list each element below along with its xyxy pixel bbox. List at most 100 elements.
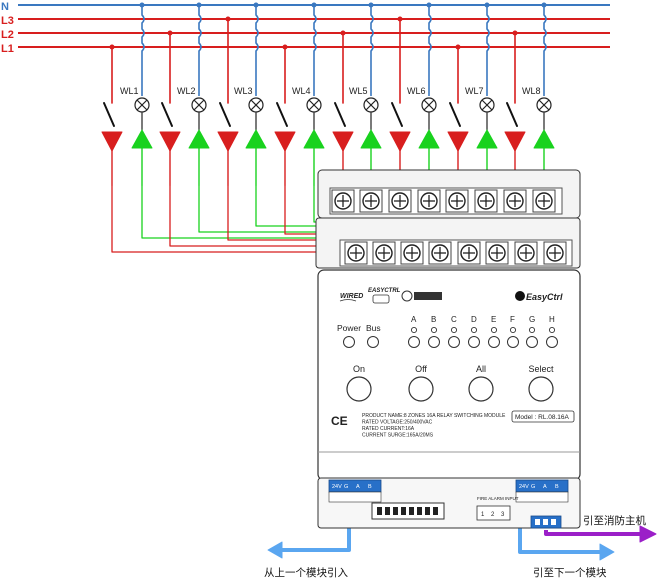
neutral-drop [255,5,259,96]
switch-icon [506,102,518,127]
channel-label: H [549,315,555,324]
channel-label: F [510,315,515,324]
live-arrow-icon [159,131,181,152]
live-arrow-icon [389,131,411,152]
live-arrow-icon [101,131,123,152]
channel-led [490,326,498,334]
dip-switch-lever [377,507,382,515]
easyctrl-logo-icon [515,291,525,301]
cloud-icon [372,294,390,304]
green-arrow-icon [245,129,267,149]
junction-dot [311,2,317,8]
fire-alarm-terminal-label: 2 [491,512,495,518]
live-arrow-icon [332,131,354,152]
bus-label-l3: L3 [1,15,14,27]
switch-icon [334,102,346,127]
off-button-label: Off [415,364,427,374]
bus-terminal-label: G [531,484,535,490]
lamp-icon [536,97,552,113]
channel-label: A [411,315,417,324]
arrow-head-icon [599,543,615,561]
junction-dot [512,30,518,36]
power-label: Power [337,323,361,333]
bus-terminal-label: B [368,484,372,490]
channel-button [428,336,440,348]
load-label: WL5 [349,86,368,96]
arrow-head-icon [267,541,283,559]
bus-label: Bus [366,323,381,333]
fire-alarm-terminal-label: 3 [501,512,505,518]
bus-terminal-label: 24V [332,484,342,490]
live-arrow-icon [274,131,296,152]
channel-button [468,336,480,348]
junction-dot [139,2,145,8]
channel-led [470,326,478,334]
channel-button [507,336,519,348]
load-label: WL6 [407,86,426,96]
channel-led [528,326,536,334]
junction-dot [340,30,346,36]
junction-dot [225,16,231,22]
green-arrow-icon [188,129,210,149]
channel-button [408,336,420,348]
switch-icon [391,102,403,127]
fire-alarm-terminal-label: 1 [481,512,485,518]
channel-label: B [431,315,436,324]
load-label: WL8 [522,86,541,96]
junction-dot [253,2,259,8]
junction-dot [196,2,202,8]
model-box [511,410,575,423]
product-info-line: RATED VOLTAGE:250/400VAC [362,420,433,426]
channel-button [448,336,460,348]
to-next-label: 引至下一个模块 [533,566,607,578]
junction-dot [397,16,403,22]
channel-button [488,336,500,348]
arrow-head-icon [639,525,657,543]
on-button [346,376,372,402]
junction-dot [282,44,288,50]
bus-terminal-label: G [344,484,348,490]
load-label: WL7 [465,86,484,96]
neutral-drop [543,5,547,96]
lamp-icon [306,97,322,113]
switch-icon [449,102,461,127]
junction-dot [484,2,490,8]
channel-led [410,326,418,334]
lamp-icon [191,97,207,113]
logo-strip [414,292,442,300]
ce-mark: CE [331,414,348,428]
lamp-icon [363,97,379,113]
all-button [468,376,494,402]
channel-led [450,326,458,334]
junction-dot [109,44,115,50]
select-button [528,376,554,402]
to-fire-host-label: 引至消防主机 [583,514,646,527]
dip-switch-lever [393,507,398,515]
neutral-drop [428,5,432,96]
channel-led [548,326,556,334]
model-label: Model : RL.08.16A [515,414,570,421]
product-info-line: PRODUCT NAME:8 ZONES 16A RELAY SWITCHING… [362,413,506,419]
all-button-label: All [476,364,486,374]
lamp-icon [134,97,150,113]
select-button-label: Select [528,364,554,374]
junction-dot [368,2,374,8]
to-fire-host-arrow [544,530,640,536]
neutral-drop [141,5,145,96]
bus-terminal-left-body [328,491,382,503]
bus-terminal-right-body [515,491,569,503]
lamp-icon [421,97,437,113]
power-led [343,336,355,348]
fire-alarm-label: FIRE ALARM INPUT [477,496,519,501]
logo-easyctrl: EASYCTRL [368,288,401,294]
dip-switch-lever [401,507,406,515]
bus-terminal-label: 24V [519,484,529,490]
junction-dot [167,30,173,36]
green-arrow-icon [360,129,382,149]
live-arrow-icon [217,131,239,152]
product-info-line: RATED CURRENT:16A [362,426,415,432]
logo-easyctrl-main: EasyCtrl [526,292,563,302]
bus-terminal-label: A [543,484,547,490]
green-arrow-icon [476,129,498,149]
